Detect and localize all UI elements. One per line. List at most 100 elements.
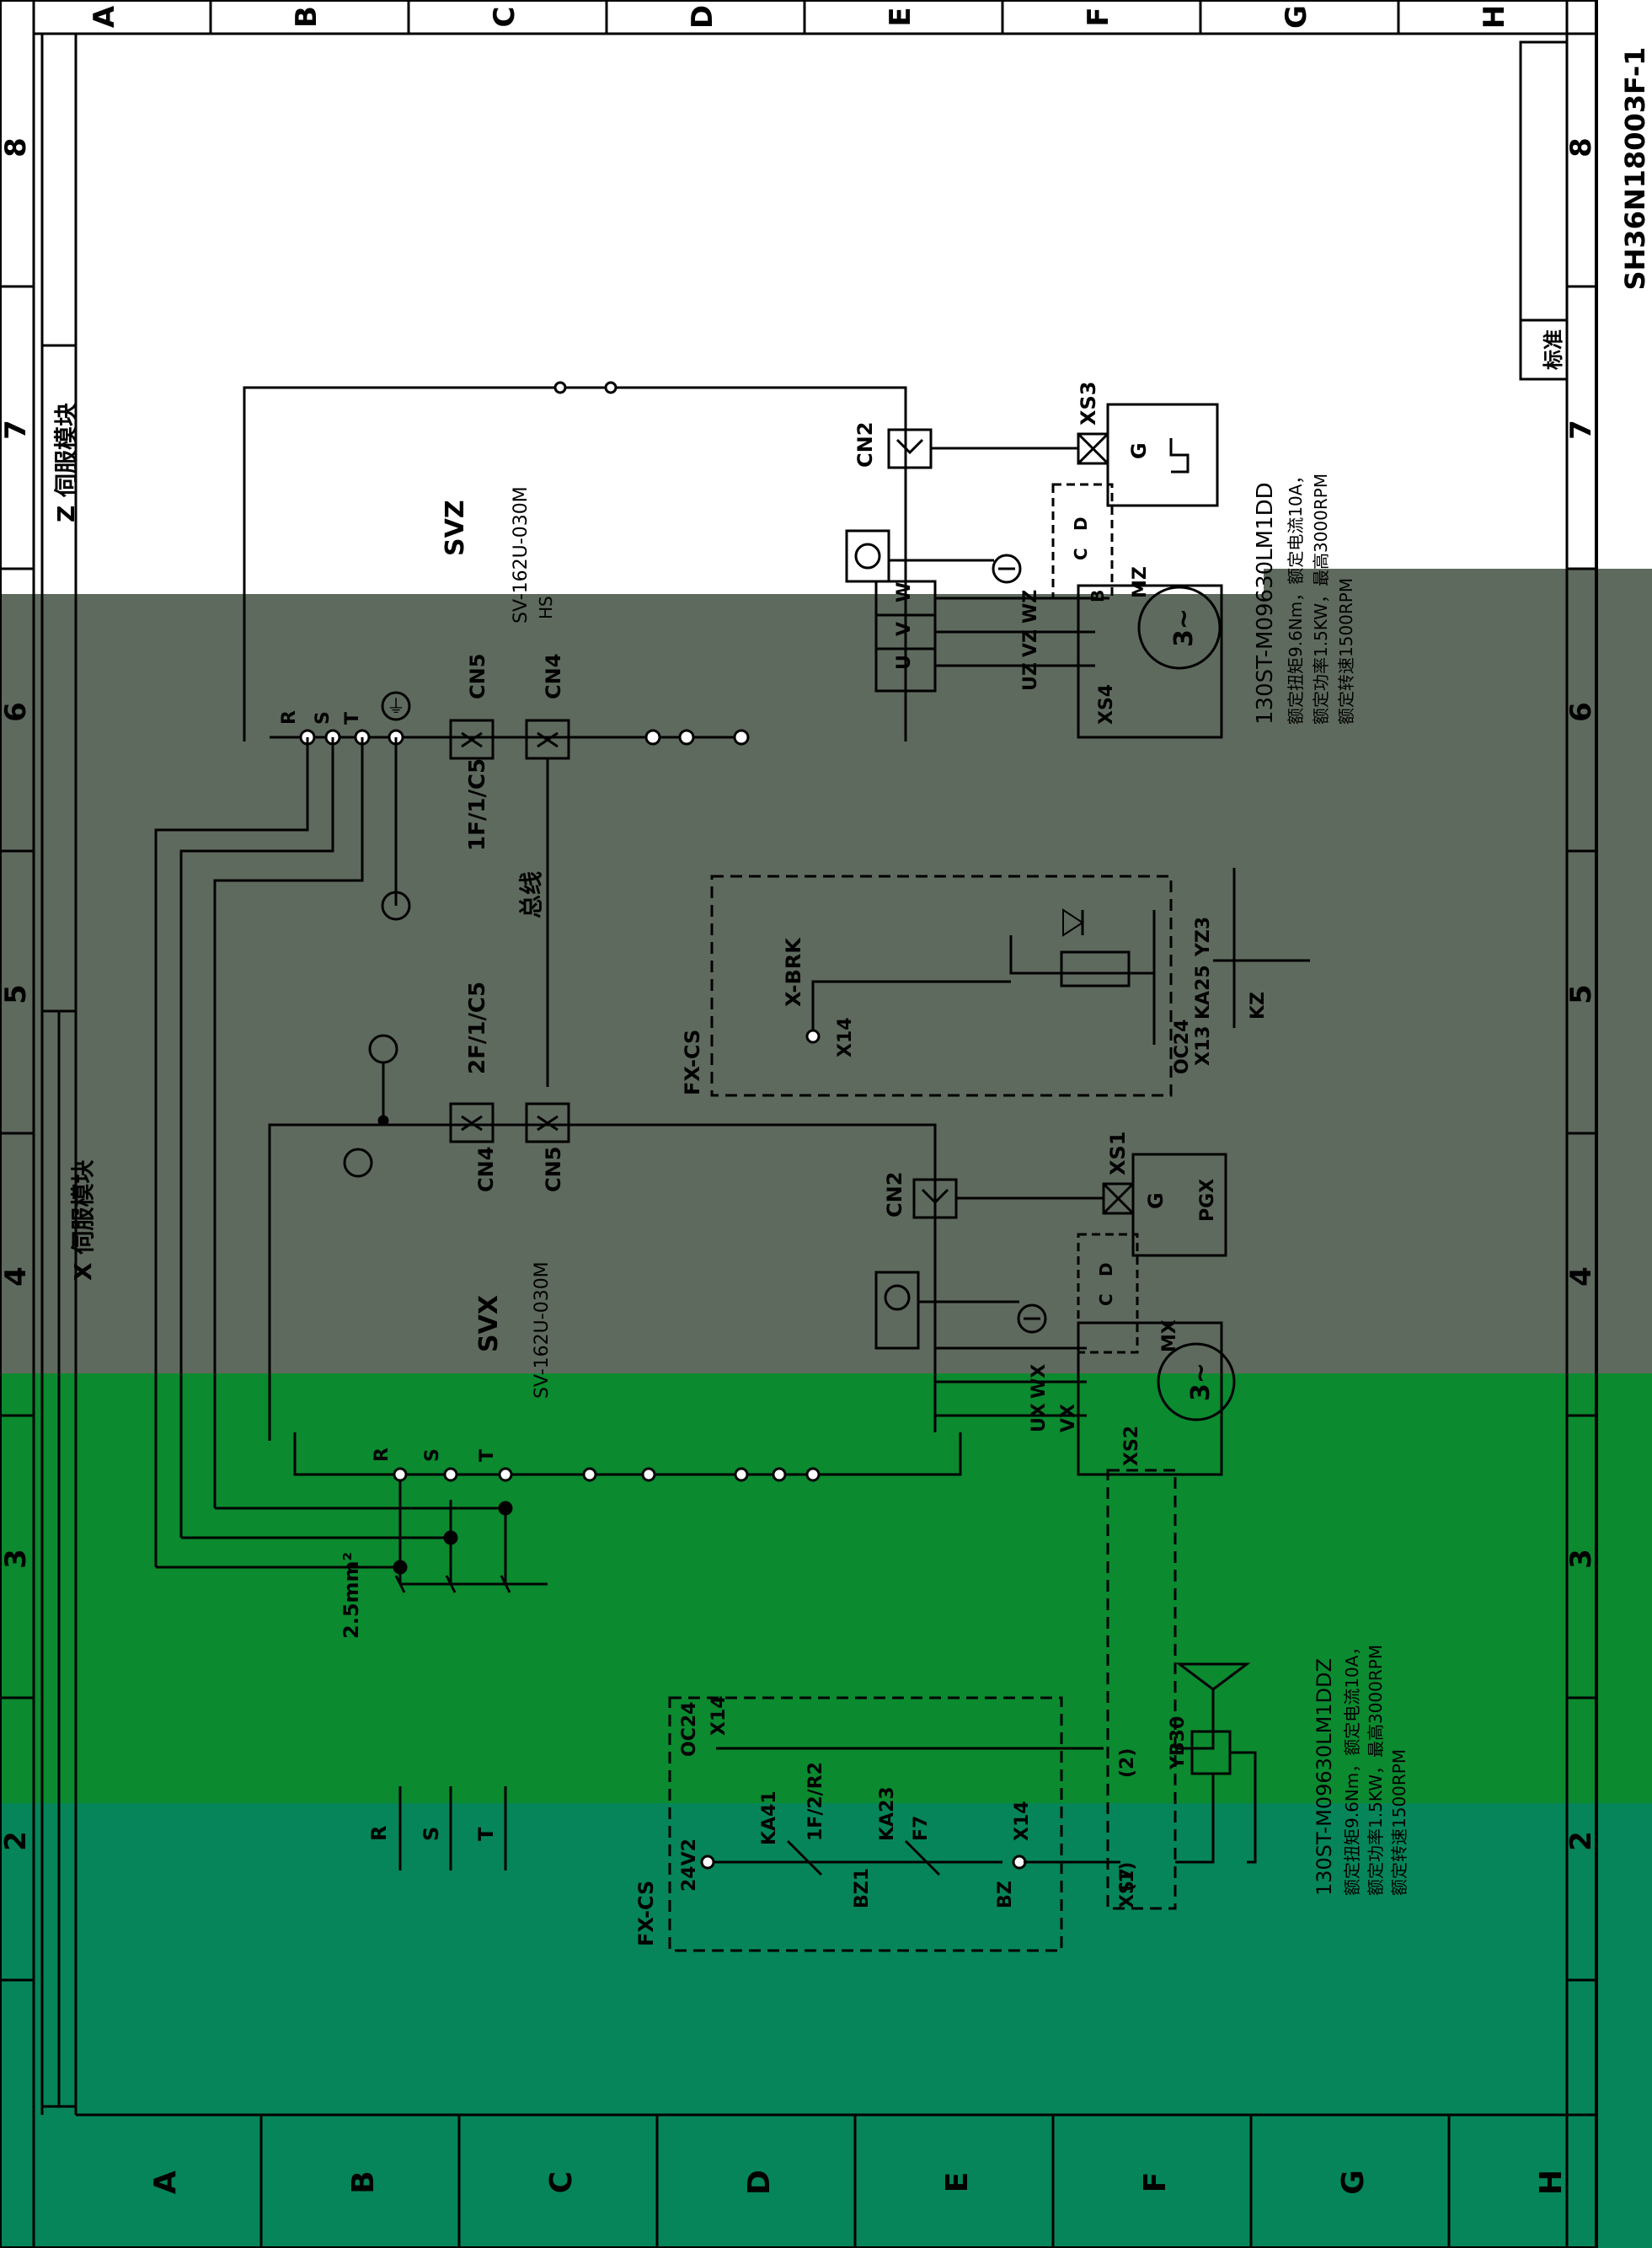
servo-x-motor-model-line3: 额定功率1.5KW，最高3000RPM (1366, 1645, 1386, 1896)
servo-x-pin-d: D (1096, 1262, 1116, 1277)
servo-z-connectors: CN5 CN4 (449, 654, 570, 760)
bus-cable-label: 总线 (517, 871, 545, 918)
zone-letters-top: A B C D E F G H (88, 0, 1511, 34)
servo-z-motor-model-line3: 额定功率1.5KW，最高3000RPM (1311, 474, 1331, 725)
zone-top-c: C (488, 7, 521, 28)
servo-z-ground: C D B (845, 483, 1114, 602)
brake-z-signal: X-BRK (782, 937, 805, 1007)
zone-left-4: 4 (0, 1266, 33, 1287)
servo-x-connector-cn5: CN5 (542, 1147, 565, 1192)
servo-z-terminal-block: W V U UZ VZ WZ (874, 580, 1095, 693)
zone-bottom-g: G (1336, 2170, 1371, 2195)
brake-x-pin-1: BZ1 (852, 1868, 873, 1908)
brake-x-module-label: FX-CS (634, 1881, 658, 1946)
servo-x-wire-gauge: 2.5mm² (339, 1552, 363, 1639)
zone-bottom-f: F (1138, 2172, 1173, 2193)
brake-x-pin-2: BZ (995, 1881, 1016, 1908)
servo-z-phase-wires: R S T ⏚ (270, 691, 750, 746)
servo-x-phase-r: R (372, 1448, 393, 1462)
servo-z-terminal-v: V (894, 622, 915, 636)
title-block: SH36N18003F-1 标准 (1519, 40, 1651, 381)
brake-x-terminal-x14-b: X14 (1012, 1801, 1033, 1841)
incoming-phase-r: R (367, 1826, 391, 1841)
brake-z-relay-contact: KA25 (1193, 965, 1214, 1020)
servo-z-motor-label: MZ (1130, 566, 1151, 598)
servo-x-motor-symbol: 3~ (1186, 1362, 1216, 1401)
zone-right-3: 3 (1564, 1549, 1598, 1569)
servo-x-phase-s: S (422, 1448, 443, 1462)
servo-x-encoder: CN2 XS1 G PGX (883, 1132, 1227, 1257)
zone-bottom-h: H (1534, 2170, 1569, 2195)
servo-z-module-title: Z 伺服模块 (52, 403, 80, 522)
zone-right-5: 5 (1564, 984, 1598, 1004)
brake-z-terminal-c: OC24 (1172, 1020, 1193, 1074)
brake-z-terminal-a: X14 (835, 1017, 856, 1057)
servo-x-drive: SVX SV-162U-030M CN4 CN5 (268, 1102, 937, 1441)
sheet-frame (0, 0, 1598, 2248)
brake-x-fuse-2: F7 (911, 1816, 932, 1841)
servo-z-terminal-u: U (894, 655, 915, 670)
servo-x-generator: G (1144, 1192, 1168, 1209)
bus-feed-wires (154, 737, 411, 1567)
servo-x-motor-model-line1: 130ST-M09630LM1DDZ (1313, 1658, 1336, 1896)
brake-x-pin-code-1: (1) (1117, 1862, 1138, 1892)
zone-top-e: E (884, 7, 917, 26)
brake-x-module: FX-CS OC24 X14 24V2 KA41 1F/2/R2 BZ1 KA2… (634, 1695, 1120, 1952)
servo-x-encoder-label: XS1 (1106, 1132, 1130, 1176)
servo-z-drive: SVZ SV-162U-030M HS (243, 381, 907, 741)
servo-z-pin-b: B (1088, 590, 1108, 602)
zone-top-d: D (686, 5, 719, 29)
zone-top-g: G (1280, 5, 1313, 29)
servo-z-connector-cn5: CN5 (466, 654, 489, 699)
servo-z-motor-model-line1: 130ST-M09630LM1DD (1253, 482, 1278, 725)
servo-x-connector-cn2: CN2 (883, 1172, 906, 1218)
servo-x-motor-model-line2: 额定扭矩9.6Nm，额定电流10A， (1342, 1639, 1362, 1896)
brake-z-module: FX-CS X-BRK X14 YZ3 KA25 OC24 X13 KZ (681, 868, 1310, 1097)
servo-z-motor-model-line2: 额定扭矩9.6Nm，额定电流10A， (1286, 468, 1306, 725)
servo-x-motor-spec: 130ST-M09630LM1DDZ 额定扭矩9.6Nm，额定电流10A， 额定… (1313, 1639, 1409, 1896)
servo-x-module-title: X 伺服模块 (69, 1160, 97, 1281)
servo-z-terminal-w: W (894, 582, 915, 602)
zone-bottom-a: A (148, 2170, 183, 2194)
servo-z-wire-v: VZ (1020, 629, 1041, 657)
servo-z-drive-model: SV-162U-030M (511, 486, 532, 624)
zone-bottom-b: B (346, 2170, 381, 2193)
zone-top-h: H (1478, 5, 1511, 29)
servo-z-encoder-label: XS3 (1077, 382, 1100, 426)
zone-bottom-d: D (742, 2170, 777, 2195)
brake-z-relay-label: YZ3 (1193, 917, 1214, 957)
brake-x-contact-2: KA23 (877, 1786, 898, 1841)
fuse-z-label: 1F/1/C5 (465, 758, 490, 851)
servo-x-wire-u: UX (1029, 1403, 1050, 1432)
servo-z-motor-symbol: 3~ (1169, 608, 1199, 647)
servo-z-phase-s: S (313, 711, 334, 725)
servo-x-wire-w: WX (1029, 1364, 1050, 1399)
servo-z-connector-cn2: CN2 (853, 422, 877, 468)
zone-top-f: F (1082, 7, 1115, 26)
servo-x-drive-model: SV-162U-030M (532, 1261, 553, 1399)
servo-z-drive-suffix: HS (536, 596, 556, 619)
zone-numbers: 8 7 6 5 4 3 2 8 7 6 5 4 3 2 (0, 137, 1598, 1982)
zone-left-2: 2 (0, 1831, 33, 1851)
servo-x-motor: 3~ MX XS2 WX VX UX (935, 1319, 1236, 1476)
brake-z-coil: KZ (1248, 992, 1269, 1020)
zone-bottom-c: C (544, 2171, 579, 2193)
servo-z-pin-d: D (1071, 517, 1091, 531)
servo-z-motor-model-line4: 额定转速1500RPM (1336, 578, 1356, 725)
zone-letters-bottom: A B C D E F G H (148, 2115, 1569, 2248)
zone-left-8: 8 (0, 137, 33, 158)
servo-x-connector-cn4: CN4 (474, 1147, 498, 1192)
servo-z-pin-c: C (1071, 548, 1091, 560)
zone-right-7: 7 (1564, 420, 1598, 440)
servo-x-motor-model-line4: 额定转速1500RPM (1389, 1749, 1409, 1896)
teal-band (0, 1803, 1652, 2248)
brake-x-terminal-x14: X14 (708, 1695, 730, 1736)
brake-z-module-label: FX-CS (681, 1030, 704, 1095)
zone-left-3: 3 (0, 1549, 33, 1569)
zone-bottom-e: E (940, 2172, 975, 2193)
servo-z-phase-t: T (342, 712, 363, 725)
servo-z-generator: G (1127, 442, 1151, 459)
servo-x-pin-c: C (1096, 1293, 1116, 1306)
drawing-number: SH36N18003F-1 (1619, 47, 1651, 291)
